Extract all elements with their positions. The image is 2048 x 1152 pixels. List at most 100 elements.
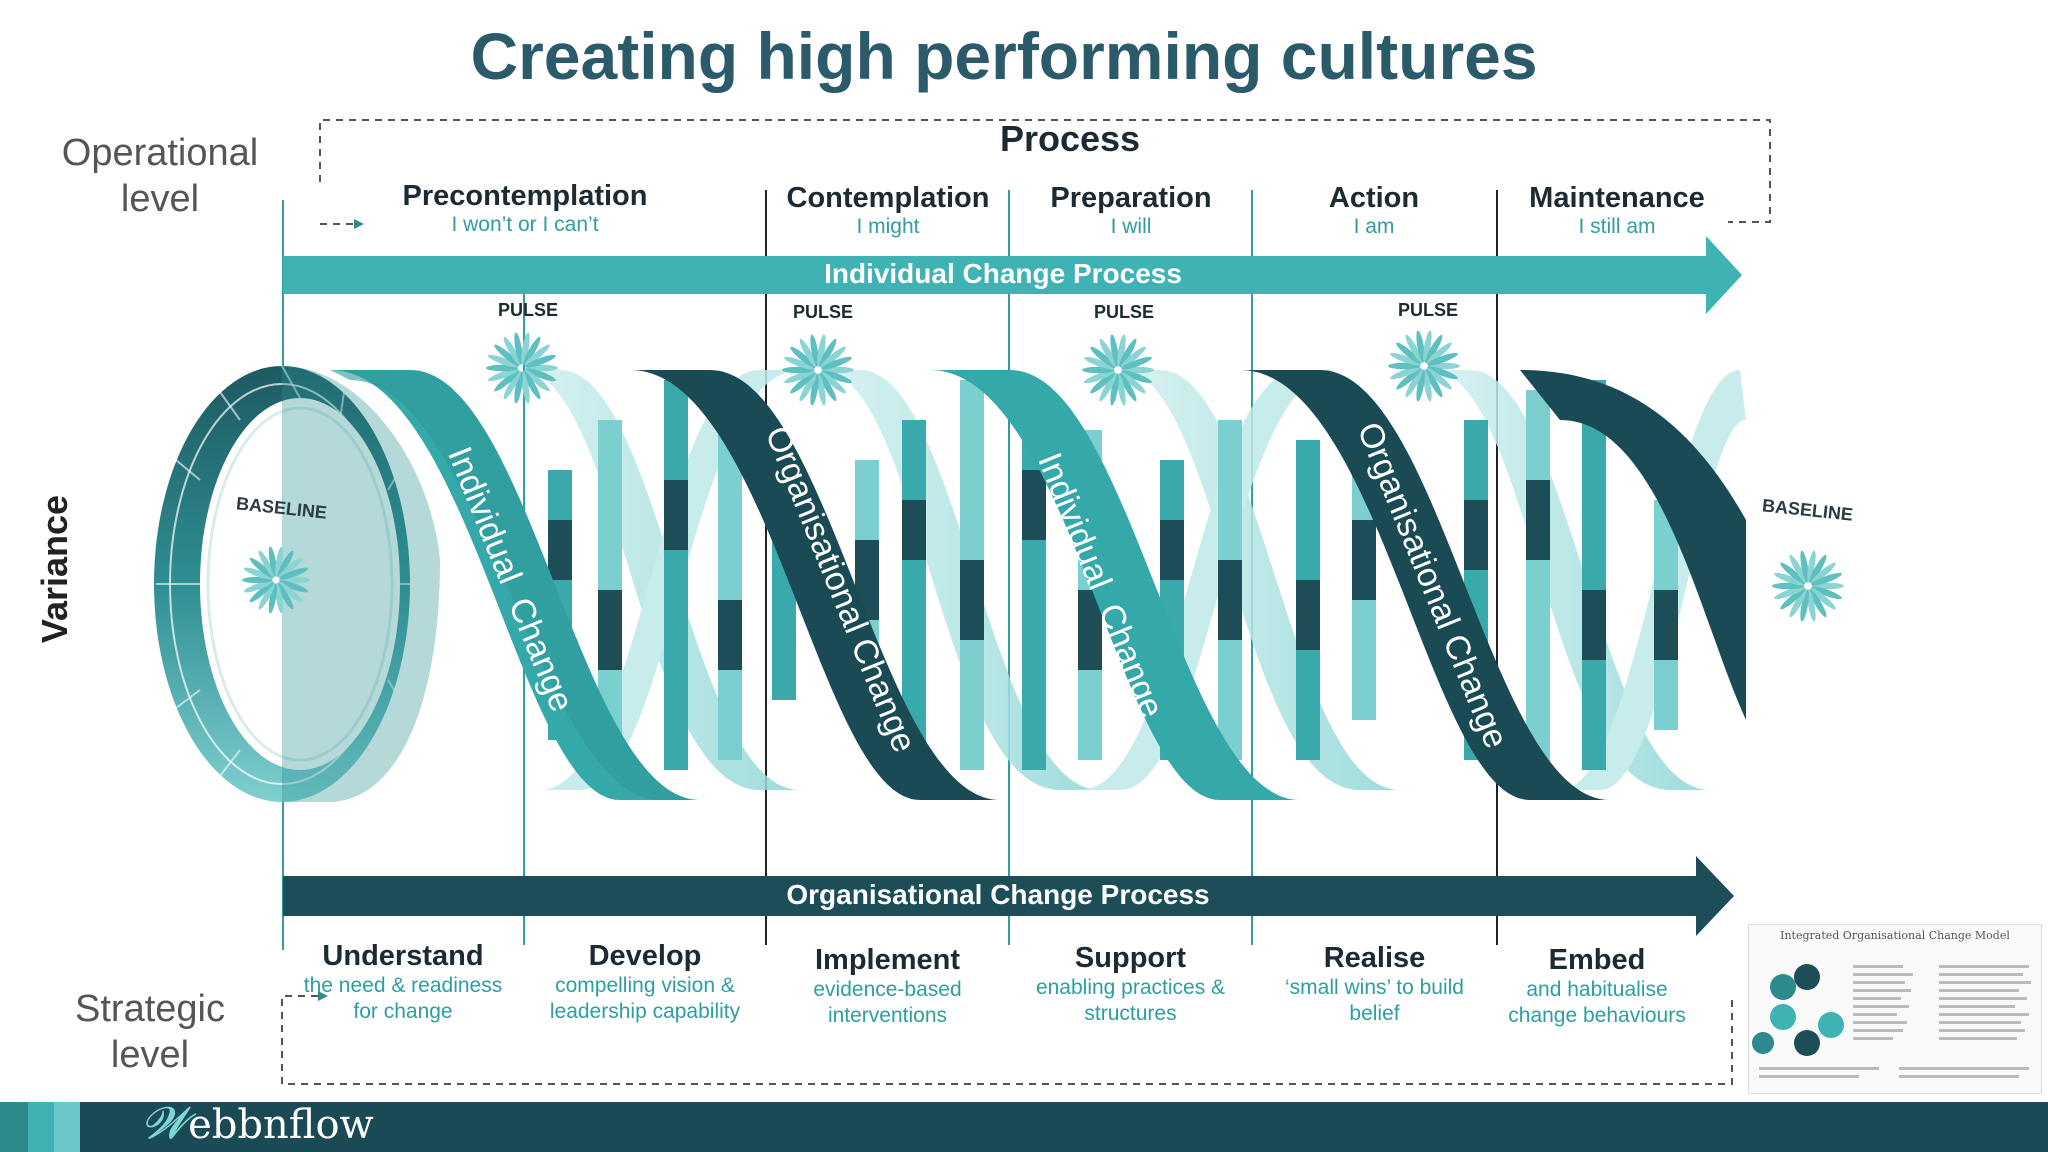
burst-petal [277, 550, 294, 578]
burst-petal [1780, 562, 1806, 584]
phase-sub-line1: compelling vision & [555, 974, 735, 997]
burst-petal [278, 557, 303, 579]
process-label: Process [999, 118, 1141, 159]
burst-petal [494, 344, 520, 366]
burst-petal [243, 580, 273, 593]
strand-individual-2 [930, 370, 1300, 800]
burst-petal [523, 336, 541, 366]
burst-petal [514, 332, 523, 365]
stage-dividers [282, 190, 1498, 950]
footer-accent-2 [28, 1102, 54, 1152]
burst-petal [278, 581, 303, 603]
stage-precontemplation: Precontemplation I won’t or I can’t [360, 180, 690, 237]
strand-end [1520, 370, 1746, 720]
burst-petal [268, 583, 277, 614]
burst-petal [1427, 366, 1458, 380]
burst-petal [1780, 588, 1806, 610]
burst-petal [524, 344, 550, 366]
phase-develop: Develop compelling vision & leadership c… [524, 940, 766, 1025]
pulse-burst-2 [782, 334, 854, 406]
burst-petal [1121, 370, 1152, 384]
burst-petal [1390, 366, 1421, 380]
burst-petal [1811, 586, 1842, 600]
burst-petal [1800, 589, 1809, 622]
footer-accent-1 [0, 1102, 28, 1152]
burst-petal [494, 370, 520, 392]
burst-petal [817, 334, 826, 367]
burst-petal [1811, 572, 1842, 586]
model-thumbnail[interactable]: Integrated Organisational Change Model [1748, 924, 2042, 1094]
burst-petal [1425, 368, 1443, 398]
burst-petal [503, 336, 521, 366]
phase-name: Embed [1548, 944, 1646, 976]
burst-petal [1084, 370, 1115, 384]
baseline-burst-right [1772, 550, 1844, 622]
burst-petal [1099, 372, 1117, 402]
burst-petal [790, 346, 816, 368]
phase-name: Develop [588, 940, 702, 972]
burst-petal [275, 583, 284, 614]
burst-petal [820, 346, 846, 368]
burst-petal [279, 567, 309, 580]
burst-petal [1110, 334, 1119, 367]
burst-petal [1110, 373, 1119, 406]
stage-sub: I will [1110, 215, 1152, 238]
stage-maintenance: Maintenance I still am [1497, 182, 1737, 239]
burst-petal [258, 550, 275, 578]
burst-petal [249, 557, 274, 579]
burst-petal [1084, 356, 1115, 370]
burst-petal [1120, 372, 1146, 394]
burst-petal [488, 354, 519, 368]
phase-name: Implement [814, 944, 961, 976]
footer-bar [0, 1102, 2048, 1152]
burst-petal [279, 580, 309, 593]
phase-sub-line1: the need & readiness [303, 974, 503, 997]
burst-petal [1396, 342, 1422, 364]
burst-petal [1119, 372, 1137, 402]
burst-petal [790, 372, 816, 394]
ebbnflow-logo: 𝓦ebbnflow [142, 1098, 374, 1149]
pulse-burst-1 [486, 332, 558, 404]
burst-petal [799, 338, 817, 368]
burst-petal [525, 368, 556, 382]
burst-petal [1416, 369, 1425, 402]
burst-petal [1809, 554, 1827, 584]
burst-petal [1390, 352, 1421, 366]
burst-petal [1774, 586, 1805, 600]
individual-change-process-label: Individual Change Process [824, 258, 1182, 289]
burst-petal [1423, 330, 1432, 363]
burst-petal [1426, 342, 1452, 364]
logo-mark-icon: 𝓦 [142, 1098, 189, 1149]
burst-petal [1117, 334, 1126, 367]
pulse-label-4: PULSE [1397, 300, 1458, 320]
burst-petal [268, 546, 277, 577]
operational-label-line1: Operational [61, 132, 259, 174]
stage-name: Maintenance [1529, 182, 1705, 214]
phase-sub-line2: belief [1349, 1002, 1400, 1025]
burst-petal [1117, 373, 1126, 406]
burst-petal [821, 370, 852, 384]
burst-petal [1090, 372, 1116, 394]
burst-petal [277, 582, 294, 610]
stage-action: Action I am [1252, 182, 1496, 239]
burst-petal [799, 372, 817, 402]
phase-realise: Realise ‘small wins’ to build belief [1252, 942, 1497, 1027]
burst-petal [817, 373, 826, 406]
burst-petal [1809, 588, 1827, 618]
burst-petal [784, 356, 815, 370]
burst-petal [249, 581, 274, 603]
helix-front-strands [330, 370, 1746, 800]
burst-petal [1090, 346, 1116, 368]
burst-petal [1774, 572, 1805, 586]
strategic-level-label: Strategic level [30, 986, 270, 1078]
burst-petal [1396, 368, 1422, 390]
burst-petal [784, 370, 815, 384]
baseline-burst-left [242, 546, 310, 614]
phase-name: Understand [322, 940, 484, 972]
phase-sub-line1: ‘small wins’ to build [1285, 976, 1464, 999]
brand-name: ebbnflow [188, 1102, 374, 1148]
burst-petal [820, 372, 846, 394]
burst-petal [1425, 334, 1443, 364]
pulse-burst-4 [1388, 330, 1460, 402]
pulse-label-2: PULSE [792, 302, 853, 322]
